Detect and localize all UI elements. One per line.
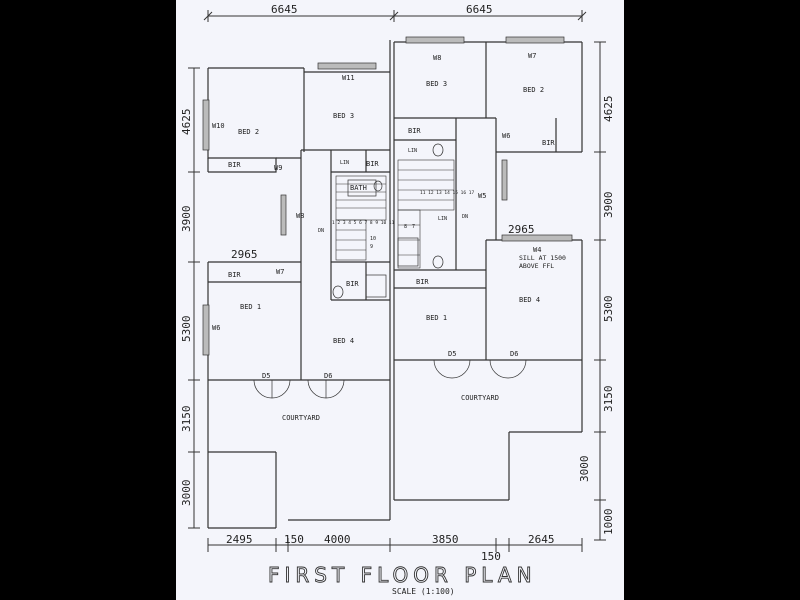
label-w8-right: W8	[433, 54, 441, 62]
label-step-10: 10	[370, 236, 376, 242]
label-w5: W5	[478, 192, 486, 200]
label-stair-left: 1 2 3 4 5 6 7 8 9 10 11	[332, 220, 395, 226]
room-bed1-left: BED 1	[240, 303, 261, 311]
bath-fixtures	[332, 143, 444, 299]
dim-inner-left: 2965	[231, 248, 258, 261]
label-lin-3: LIN	[438, 216, 447, 222]
dim-bottom-5: 150	[481, 550, 501, 563]
dim-right-1: 4625	[602, 96, 615, 123]
label-w6-right: W6	[502, 132, 510, 140]
label-sill-1: SILL AT 1500	[519, 254, 566, 262]
room-bed2-left: BED 2	[238, 128, 259, 136]
drawing-sheet: 6645 6645 4625 3900 5300 3150 3000 2965 …	[176, 0, 624, 600]
dim-left-5: 3000	[180, 480, 193, 507]
doors	[253, 359, 527, 399]
label-lin-2: LIN	[408, 148, 417, 154]
label-sill-2: ABOVE FFL	[519, 262, 554, 270]
left-unit-walls	[207, 40, 391, 529]
dim-bottom-1: 2495	[226, 533, 253, 546]
label-bir-4: BIR	[408, 127, 421, 135]
label-w8-left: W8	[296, 212, 304, 220]
dim-bottom-4: 3850	[432, 533, 459, 546]
room-bed4-left: BED 4	[333, 337, 354, 345]
right-dimension-line	[594, 41, 606, 541]
plan-scale: SCALE (1:100)	[392, 587, 455, 596]
label-lin-1: LIN	[340, 160, 349, 166]
label-step-8: 8	[404, 224, 407, 230]
label-bir-6: BIR	[416, 278, 429, 286]
dim-right-4: 3150	[602, 386, 615, 413]
label-d5-left: D5	[262, 372, 270, 380]
label-d6-right: D6	[510, 350, 518, 358]
label-step-7: 7	[412, 224, 415, 230]
floor-plan-drawing: 6645 6645 4625 3900 5300 3150 3000 2965 …	[180, 3, 615, 596]
plan-title: FIRST FLOOR PLAN	[268, 563, 537, 587]
label-bir-3: BIR	[228, 271, 241, 279]
dim-top-right: 6645	[466, 3, 493, 16]
label-w4: W4	[533, 246, 541, 254]
room-bed3-left: BED 3	[333, 112, 354, 120]
dim-right-2: 3900	[602, 192, 615, 219]
label-dn-2: DN	[462, 214, 468, 220]
room-courtyard-right: COURTYARD	[461, 394, 499, 402]
dim-left-3: 5300	[180, 316, 193, 343]
label-bir-2: BIR	[366, 160, 379, 168]
dim-right-5: 3000	[578, 456, 591, 483]
dim-left-1: 4625	[180, 109, 193, 136]
label-d5-right: D5	[448, 350, 456, 358]
label-w7-right: W7	[528, 52, 536, 60]
label-step-9: 9	[370, 244, 373, 250]
label-bir-5: BIR	[542, 139, 555, 147]
room-bed1-right: BED 1	[426, 314, 447, 322]
room-bed3-right: BED 3	[426, 80, 447, 88]
dim-bottom-3: 4000	[324, 533, 351, 546]
dim-inner-right: 2965	[508, 223, 535, 236]
room-bed4-right: BED 4	[519, 296, 540, 304]
dim-left-2: 3900	[180, 206, 193, 233]
top-dimension-line	[203, 10, 587, 22]
room-bed2-right: BED 2	[523, 86, 544, 94]
left-stairs	[335, 175, 387, 261]
label-stair-right: 11 12 13 14 15 16 17	[420, 190, 474, 196]
label-w7-left: W7	[276, 268, 284, 276]
label-bir-7: BIR	[346, 280, 359, 288]
windows	[202, 36, 573, 356]
dim-right-6: 1000	[602, 509, 615, 536]
label-w6-left: W6	[212, 324, 220, 332]
right-unit-walls	[393, 41, 583, 501]
dim-left-4: 3150	[180, 406, 193, 433]
bottom-dimension-line	[207, 538, 583, 552]
room-courtyard-left: COURTYARD	[282, 414, 320, 422]
dim-bottom-6: 2645	[528, 533, 555, 546]
dim-top-left: 6645	[271, 3, 298, 16]
label-dn-1: DN	[318, 228, 324, 234]
room-bath: BATH	[350, 184, 367, 192]
label-w9: W9	[274, 164, 282, 172]
dim-bottom-2: 150	[284, 533, 304, 546]
right-stairs	[397, 159, 455, 269]
label-d6-left: D6	[324, 372, 332, 380]
left-dimension-line	[188, 67, 200, 529]
dim-right-3: 5300	[602, 296, 615, 323]
label-w11: W11	[342, 74, 355, 82]
label-bir-1: BIR	[228, 161, 241, 169]
label-w10: W10	[212, 122, 225, 130]
